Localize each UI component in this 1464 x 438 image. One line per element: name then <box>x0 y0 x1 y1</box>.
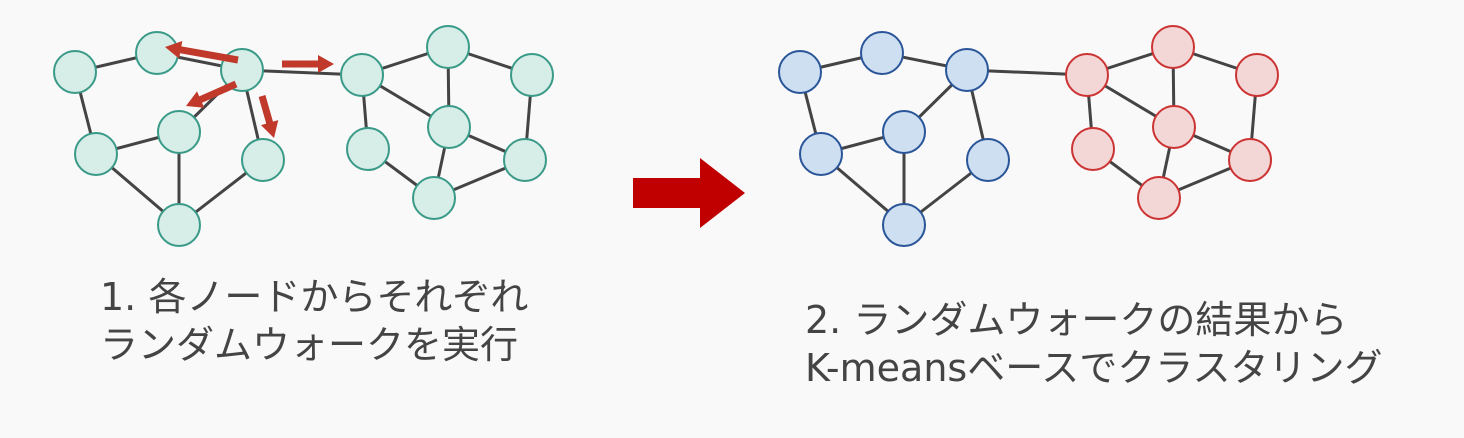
node-M <box>503 138 547 182</box>
node-D <box>74 132 118 176</box>
node-M <box>1228 138 1272 182</box>
node-E <box>882 110 926 154</box>
node-H <box>340 53 384 97</box>
node-J <box>510 53 554 97</box>
step2-caption-line2: K-meansベースでクラスタリング <box>805 346 1383 390</box>
node-G <box>157 203 201 247</box>
node-N <box>412 176 456 220</box>
node-B <box>135 31 179 75</box>
walk-arrow-C-to-F <box>258 95 279 138</box>
node-E <box>157 110 201 154</box>
node-F <box>241 138 285 182</box>
node-B <box>860 31 904 75</box>
node-L <box>1152 105 1196 149</box>
big-right-arrow-icon <box>633 158 745 228</box>
left-graph <box>53 25 554 247</box>
node-G <box>882 203 926 247</box>
step1-caption-line2: ランダムウォークを実行 <box>100 323 518 367</box>
walk-arrow-C-to-E <box>186 80 238 108</box>
node-A <box>778 50 822 94</box>
node-A <box>53 50 97 94</box>
node-H <box>1065 53 1109 97</box>
random-walk-arrows <box>165 40 334 138</box>
step2-caption-line1: 2. ランダムウォークの結果から <box>805 298 1347 342</box>
right-graph-clustered <box>778 25 1279 247</box>
node-C <box>945 48 989 92</box>
node-I <box>1151 25 1195 69</box>
node-K <box>1071 127 1115 171</box>
node-L <box>427 105 471 149</box>
node-I <box>426 25 470 69</box>
node-D <box>799 132 843 176</box>
node-K <box>346 127 390 171</box>
node-J <box>1235 53 1279 97</box>
walk-arrow-C-to-B <box>165 40 239 64</box>
node-F <box>966 138 1010 182</box>
step1-caption-line1: 1. 各ノードからそれぞれ <box>100 275 528 319</box>
walk-arrow-C-to-H <box>282 55 334 73</box>
node-N <box>1137 176 1181 220</box>
